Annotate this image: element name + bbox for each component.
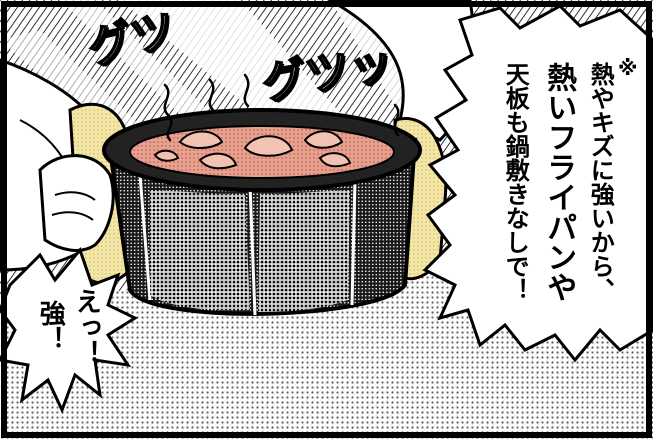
narration-line-2: 熱いフライパンや — [541, 62, 577, 302]
narration-column-2: 熱いフライパンや — [540, 62, 576, 302]
steam — [163, 73, 400, 142]
speech-column-1: えっ！ — [71, 288, 102, 366]
narration-burst — [422, 4, 653, 363]
left-hand — [38, 154, 115, 252]
narration-column-1: 熱やキズに強いから、 — [585, 62, 615, 302]
ingredients — [153, 130, 352, 170]
speech-line-1: えっ！ — [71, 288, 102, 366]
speech-column-2: 強！ — [35, 300, 66, 352]
speech-line-2: 強！ — [35, 300, 66, 352]
narration-column-3: 天板も鍋敷きなしで！ — [500, 62, 530, 302]
narration-line-3: 天板も鍋敷きなしで！ — [501, 62, 530, 302]
shout-balloon — [0, 246, 139, 414]
narration-line-1: 熱やキズに強いから、 — [586, 62, 615, 302]
note-mark: ※ — [618, 56, 638, 80]
